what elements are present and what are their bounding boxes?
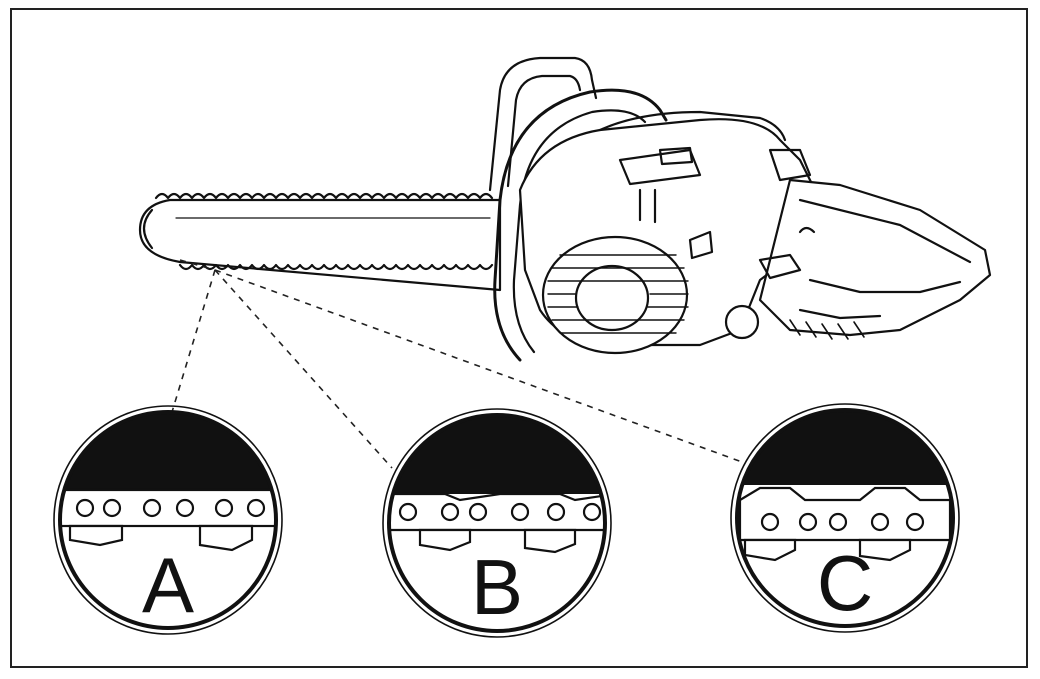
rear-body — [758, 178, 992, 337]
rear-handle — [488, 56, 598, 192]
label-b: B — [471, 543, 523, 631]
label-a: A — [142, 541, 194, 629]
callout-lines — [171, 259, 743, 469]
starter-cover — [541, 235, 689, 355]
callout-line-c — [214, 269, 743, 463]
callout-a: A — [53, 405, 283, 635]
callout-line-b — [214, 269, 393, 469]
chainsaw-illustration — [138, 56, 992, 362]
callout-line-a — [171, 269, 216, 413]
callout-c: C — [730, 403, 960, 633]
label-c: C — [817, 539, 873, 627]
guide-bar — [138, 192, 502, 292]
callout-b: B — [382, 408, 612, 638]
wood-cut-c — [737, 410, 953, 485]
front-handle — [493, 88, 668, 362]
